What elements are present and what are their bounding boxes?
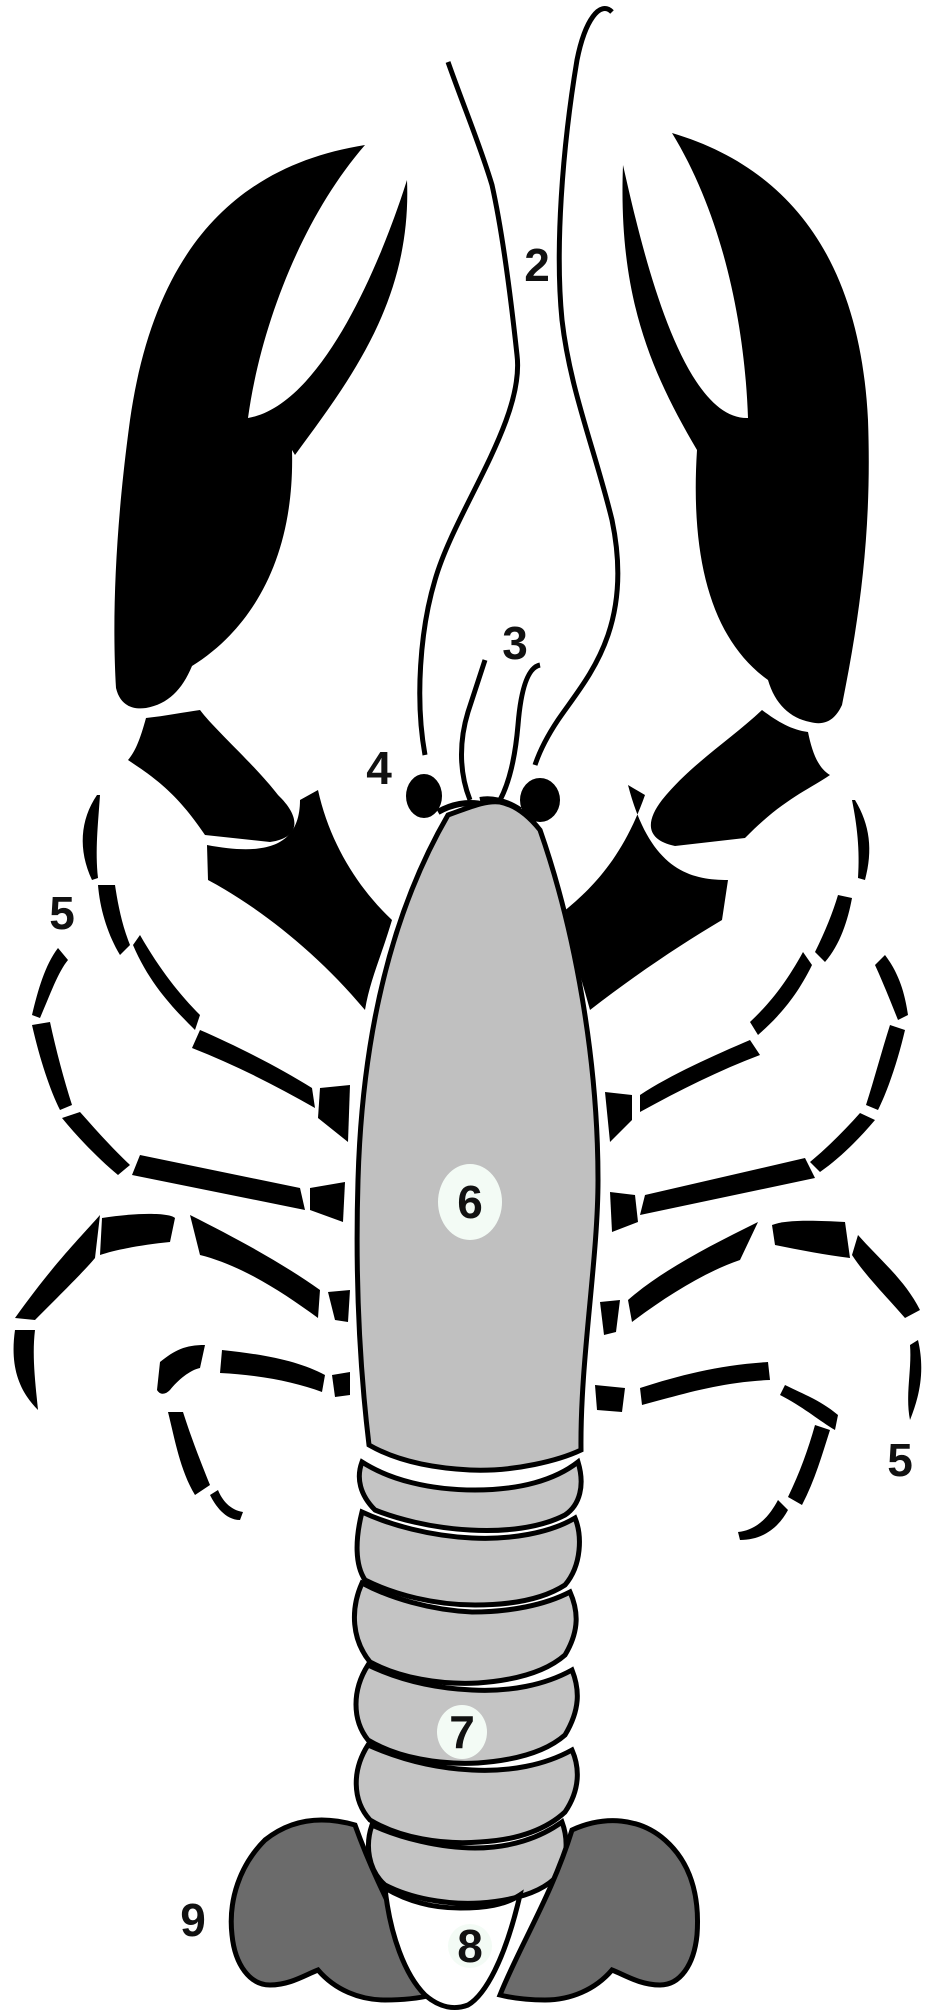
carapace xyxy=(357,802,598,1471)
label-walking-legs-right: 5 xyxy=(887,1434,913,1486)
label-walking-legs-left: 5 xyxy=(49,887,75,939)
antennules xyxy=(462,660,541,800)
abdomen xyxy=(354,1462,581,1903)
label-antenna: 2 xyxy=(524,239,550,291)
label-telson: 8 xyxy=(457,1920,483,1972)
label-antennule: 3 xyxy=(502,617,528,669)
label-carapace: 6 xyxy=(457,1176,483,1228)
label-eye: 4 xyxy=(366,742,392,794)
left-eye-icon xyxy=(406,774,442,818)
label-abdomen: 7 xyxy=(449,1706,475,1758)
right-claw xyxy=(563,133,869,1010)
label-uropod: 9 xyxy=(180,1894,206,1946)
left-claw xyxy=(114,145,407,1010)
